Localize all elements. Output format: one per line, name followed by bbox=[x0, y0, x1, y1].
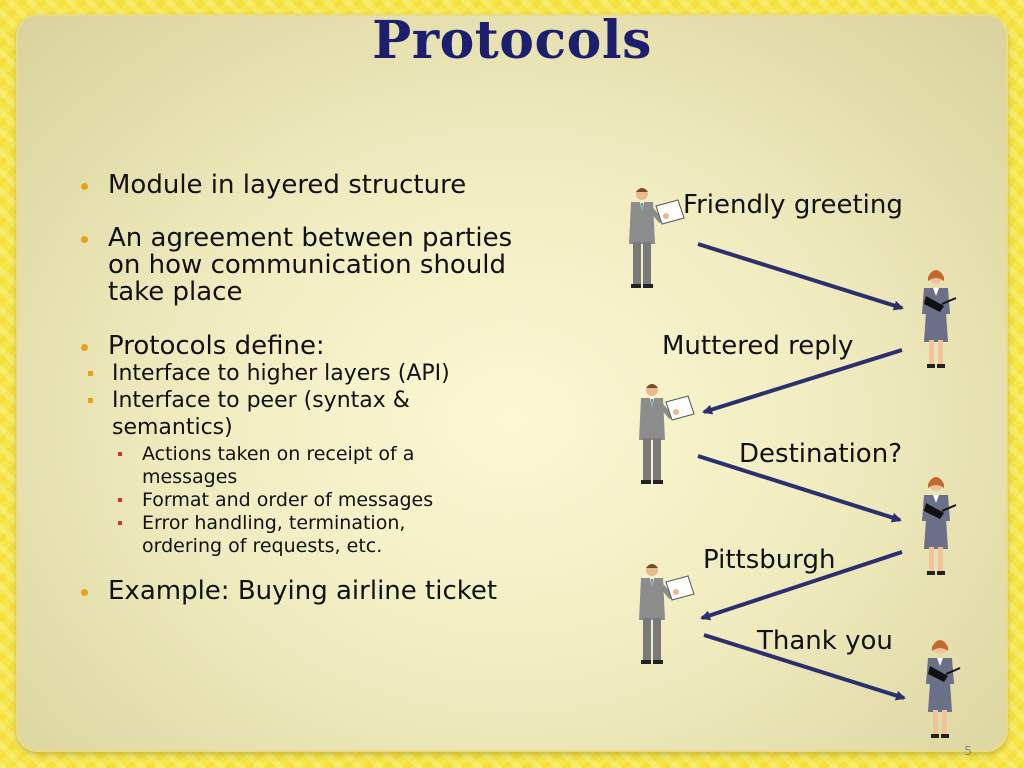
message-arrow bbox=[697, 242, 904, 311]
dialog-label-greeting: Friendly greeting bbox=[683, 190, 903, 220]
message-arrow bbox=[703, 633, 906, 701]
message-arrow bbox=[697, 454, 902, 523]
page-number: 5 bbox=[964, 744, 972, 758]
sub-bullet-text: semantics) bbox=[112, 415, 233, 440]
receiver-figure-icon bbox=[921, 476, 957, 576]
subsub-bullet-text: messages bbox=[142, 466, 238, 488]
subsub-bullet-item: Actions taken on receipt of a messages bbox=[48, 443, 578, 489]
message-arrow bbox=[700, 550, 903, 621]
bullet-item: Protocols define: bbox=[78, 333, 578, 360]
sender-figure-icon bbox=[639, 564, 694, 664]
bullet-text: Protocols define: bbox=[108, 331, 325, 361]
subsub-bullet-text: Error handling, termination, bbox=[142, 512, 406, 534]
dialog-label-destination: Destination? bbox=[739, 439, 902, 469]
subsub-bullet-item: Error handling, termination, ordering of… bbox=[48, 512, 578, 558]
sub-bullet-item: Interface to peer (syntax & semantics) bbox=[48, 387, 578, 441]
sender-figure-icon bbox=[629, 188, 684, 288]
dialog-label-reply: Muttered reply bbox=[662, 331, 854, 361]
bullet-text: take place bbox=[108, 277, 243, 307]
subsub-bullet-text: Actions taken on receipt of a bbox=[142, 443, 415, 465]
bullet-text: Example: Buying airline ticket bbox=[108, 576, 498, 606]
slide-title: Protocols bbox=[372, 10, 652, 71]
receiver-figure-icon bbox=[921, 269, 957, 369]
bullet-list: Module in layered structure An agreement… bbox=[78, 172, 578, 605]
sub-list: Interface to higher layers (API) Interfa… bbox=[48, 360, 578, 558]
bullet-text: An agreement between parties bbox=[108, 223, 513, 253]
dialog-label-pittsburgh: Pittsburgh bbox=[703, 545, 836, 575]
message-arrow bbox=[702, 348, 903, 415]
bullet-text: Module in layered structure bbox=[108, 170, 467, 200]
sender-figure-icon bbox=[639, 384, 694, 484]
bullet-item: Module in layered structure bbox=[78, 172, 578, 199]
bullet-item: An agreement between parties on how comm… bbox=[78, 225, 578, 306]
dialog-label-thankyou: Thank you bbox=[757, 626, 893, 656]
bullet-item: Example: Buying airline ticket bbox=[78, 578, 578, 605]
bullet-text: on how communication should bbox=[108, 250, 507, 280]
sub-bullet-text: Interface to higher layers (API) bbox=[112, 361, 450, 386]
subsub-bullet-text: ordering of requests, etc. bbox=[142, 535, 383, 557]
sub-bullet-text: Interface to peer (syntax & bbox=[112, 388, 410, 413]
subsub-bullet-text: Format and order of messages bbox=[142, 489, 434, 511]
subsub-bullet-item: Format and order of messages bbox=[48, 489, 578, 512]
sub-bullet-item: Interface to higher layers (API) bbox=[48, 360, 578, 387]
slide-background bbox=[16, 14, 1008, 752]
receiver-figure-icon bbox=[925, 639, 961, 739]
